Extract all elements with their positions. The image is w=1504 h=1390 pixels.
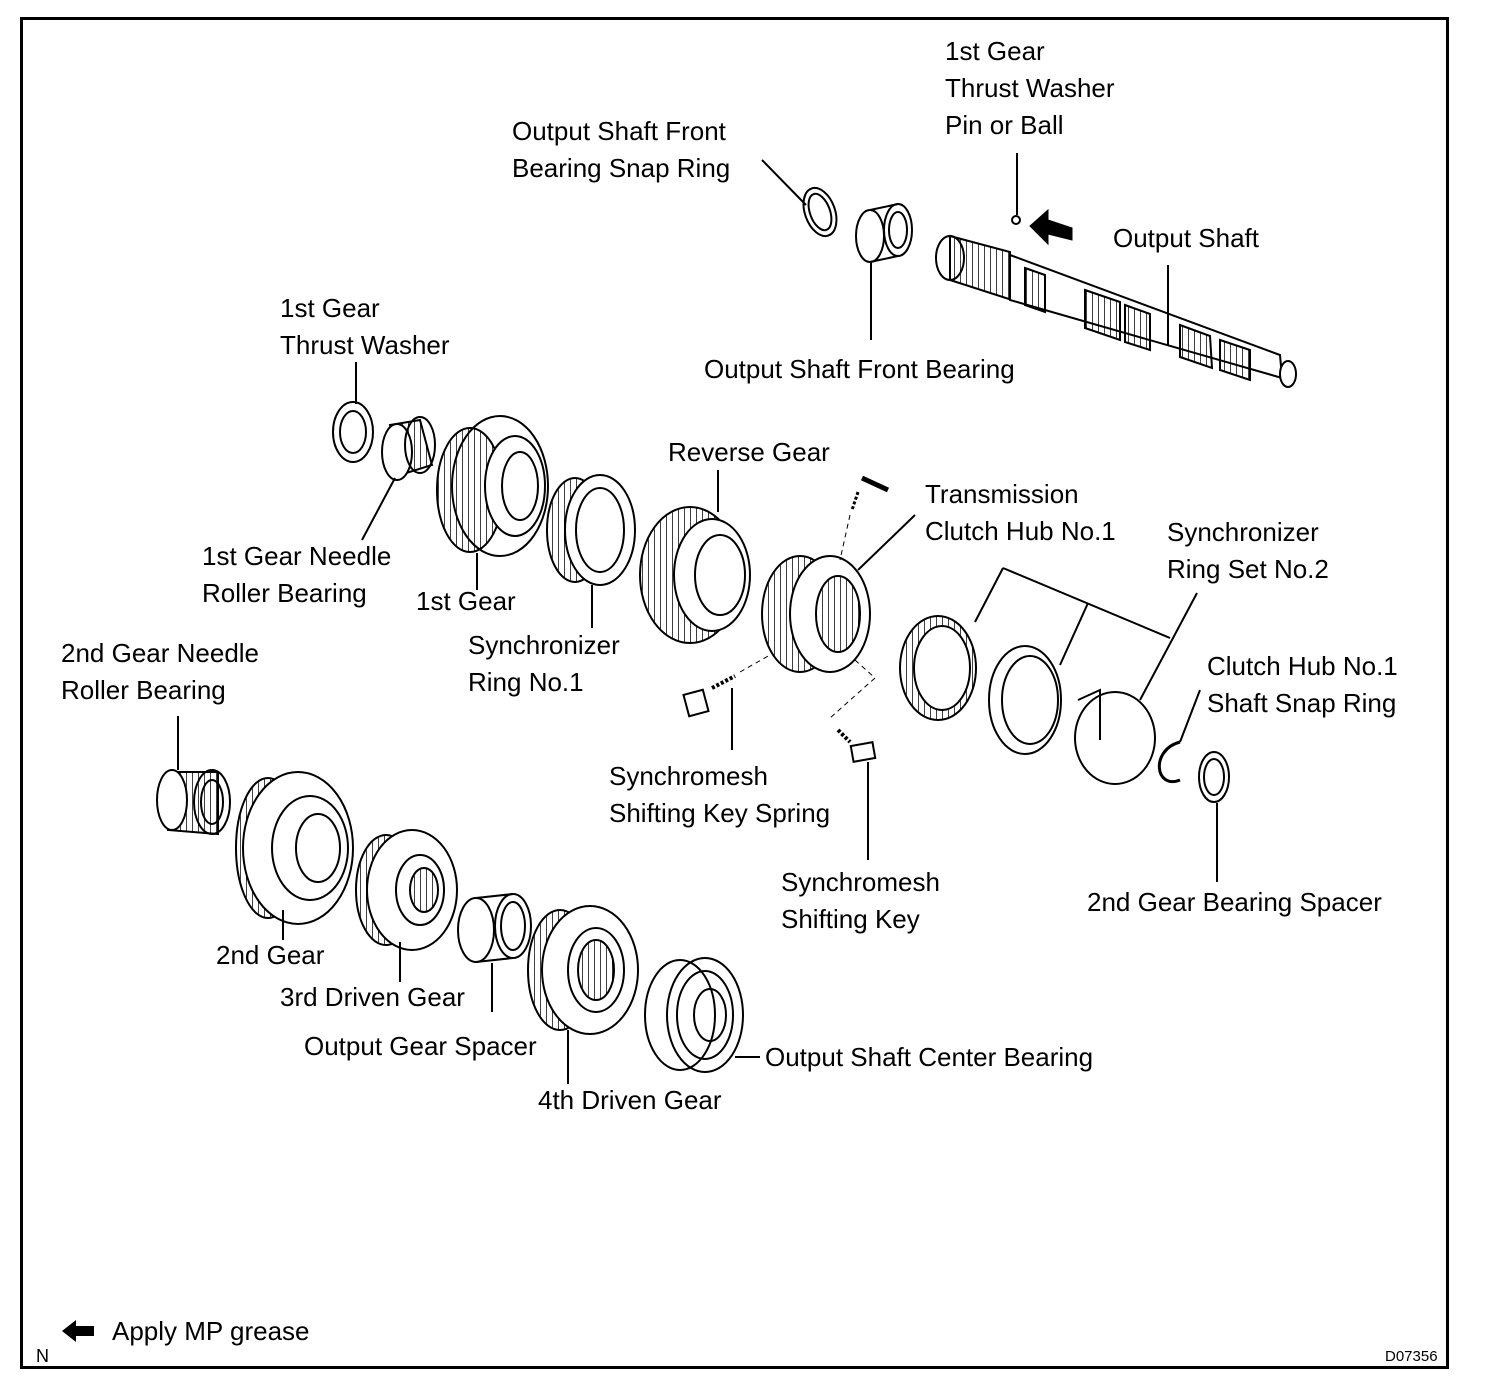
front-bearing-snap-ring <box>802 186 838 238</box>
label-sync-ring-1-line2: Ring No.1 <box>468 667 584 697</box>
shifting-key-spring <box>682 654 771 718</box>
label-front-snap-ring-line2: Bearing Snap Ring <box>512 153 731 183</box>
label-output-gear-spacer: Output Gear Spacer <box>304 1031 537 1061</box>
label-pin-or-ball-line3: Pin or Ball <box>945 110 1064 140</box>
label-front-bearing: Output Shaft Front Bearing <box>704 354 1015 384</box>
output-shaft <box>935 234 1297 388</box>
first-gear-thrust-washer <box>332 401 374 463</box>
label-key-spring-line2: Shifting Key Spring <box>609 798 831 828</box>
label-pin-or-ball-line1: 1st Gear <box>945 36 1045 66</box>
label-sync-ring-1-line1: Synchronizer <box>468 630 620 660</box>
label-needle-bearing-1-line1: 1st Gear Needle <box>202 541 392 571</box>
label-shifting-key-line2: Shifting Key <box>781 904 920 934</box>
label-needle-bearing-2-line2: Roller Bearing <box>61 675 226 705</box>
arrow-left-icon <box>62 1320 94 1342</box>
label-output-shaft: Output Shaft <box>1113 223 1259 253</box>
label-clutch-hub-line2: Clutch Hub No.1 <box>925 516 1116 546</box>
grease-arrow-icon <box>1029 208 1073 246</box>
figure-code: D07356 <box>1385 1348 1438 1365</box>
output-gear-spacer <box>457 893 532 963</box>
legend-text: Apply MP grease <box>112 1316 310 1346</box>
synchronizer-ring-set-2 <box>899 615 1156 785</box>
label-hub-snap-ring-line1: Clutch Hub No.1 <box>1207 651 1398 681</box>
label-first-gear: 1st Gear <box>416 586 516 616</box>
label-clutch-hub-line1: Transmission <box>925 479 1079 509</box>
second-gear <box>235 771 354 925</box>
label-pin-or-ball-line2: Thrust Washer <box>945 73 1115 103</box>
label-third-driven-gear: 3rd Driven Gear <box>280 982 465 1012</box>
third-driven-gear <box>355 829 458 951</box>
shifting-key-top <box>860 475 890 493</box>
label-key-spring-line1: Synchromesh <box>609 761 768 791</box>
label-needle-bearing-2-line1: 2nd Gear Needle <box>61 638 260 668</box>
first-gear <box>436 415 549 557</box>
transmission-clutch-hub-1 <box>761 555 871 673</box>
synchronizer-ring-1 <box>546 474 636 586</box>
hub-shaft-snap-ring <box>1157 740 1181 784</box>
thrust-washer-pin <box>1011 215 1021 225</box>
shifting-key <box>829 659 877 763</box>
front-bearing <box>855 203 913 263</box>
label-center-bearing: Output Shaft Center Bearing <box>765 1042 1094 1072</box>
label-thrust-washer-line2: Thrust Washer <box>280 330 450 360</box>
label-bearing-spacer: 2nd Gear Bearing Spacer <box>1087 887 1382 917</box>
label-thrust-washer-line1: 1st Gear <box>280 293 380 323</box>
label-fourth-driven-gear: 4th Driven Gear <box>538 1085 722 1115</box>
reverse-gear <box>639 506 751 644</box>
fourth-driven-gear <box>527 905 639 1035</box>
diagram-frame <box>20 17 1449 1369</box>
label-reverse-gear: Reverse Gear <box>668 437 830 467</box>
second-gear-bearing-spacer <box>1198 751 1230 803</box>
label-second-gear: 2nd Gear <box>216 940 325 970</box>
second-gear-needle-bearing <box>156 769 231 836</box>
label-sync-ring-set-line1: Synchronizer <box>1167 517 1319 547</box>
output-shaft-center-bearing <box>644 957 744 1073</box>
label-front-snap-ring-line1: Output Shaft Front <box>512 116 726 146</box>
label-hub-snap-ring-line2: Shaft Snap Ring <box>1207 688 1397 718</box>
first-gear-needle-bearing <box>381 416 436 481</box>
label-needle-bearing-1-line2: Roller Bearing <box>202 578 367 608</box>
corner-mark: N <box>36 1346 49 1366</box>
label-shifting-key-line1: Synchromesh <box>781 867 940 897</box>
label-sync-ring-set-line2: Ring Set No.2 <box>1167 554 1329 584</box>
